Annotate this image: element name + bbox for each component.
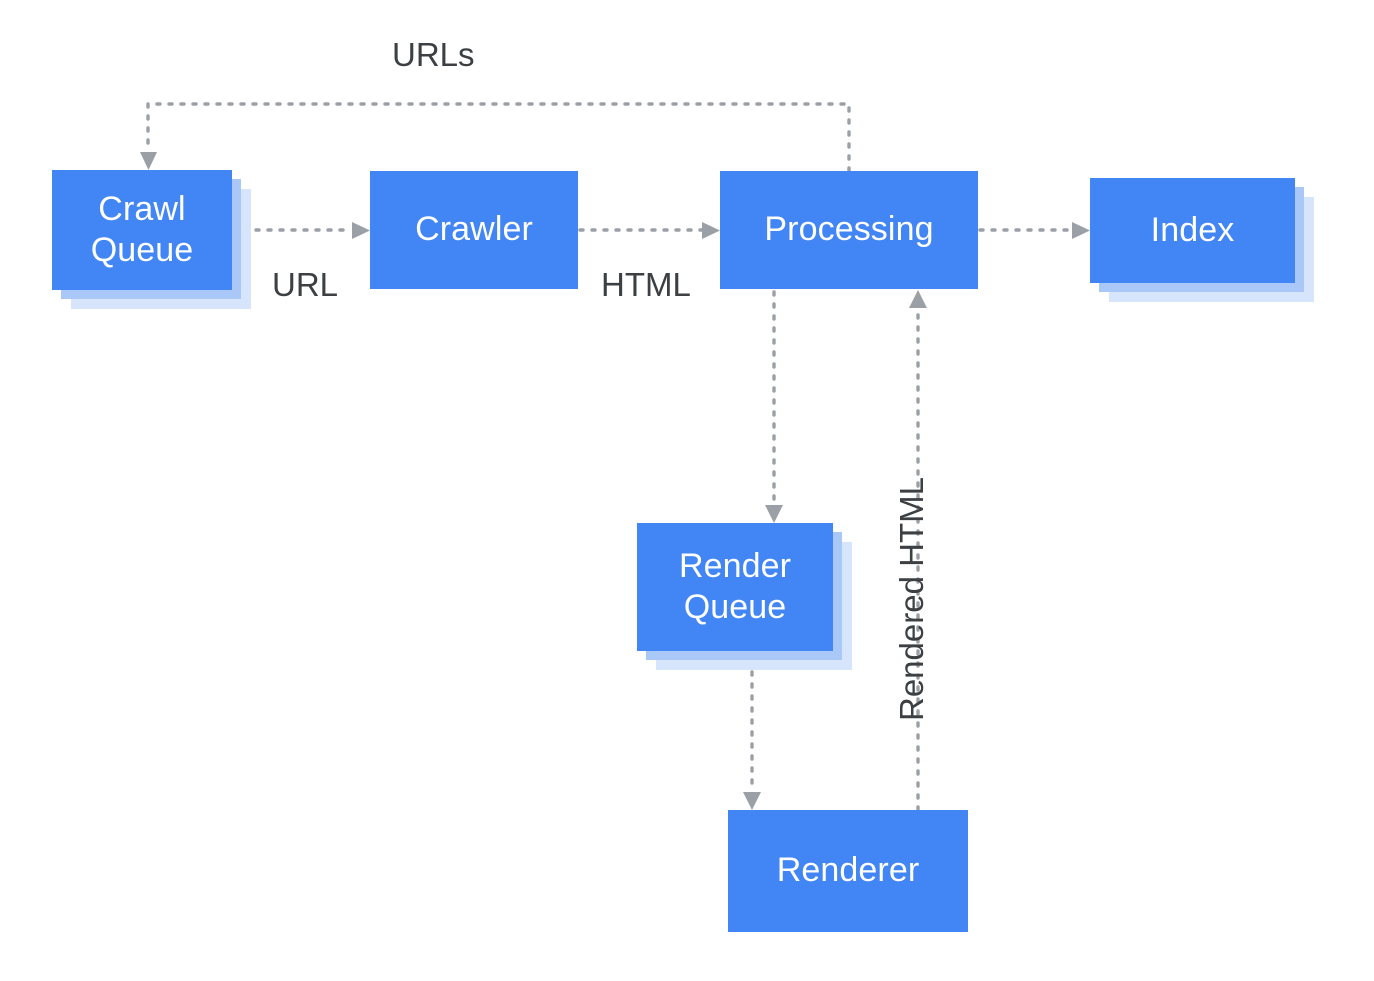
node-label-crawl-queue: Crawl Queue bbox=[90, 189, 194, 269]
edge-crawler-to-processing bbox=[578, 222, 720, 239]
crawl-queue-face: Crawl Queue bbox=[52, 170, 232, 290]
node-label-renderer: Renderer bbox=[776, 851, 920, 890]
node-render-queue[interactable]: Render Queue bbox=[637, 523, 852, 670]
render-queue-face: Render Queue bbox=[637, 523, 833, 651]
node-label-processing: Processing bbox=[764, 210, 934, 249]
edge-crawlqueue-to-crawler bbox=[254, 222, 370, 239]
edge-processing-to-renderqueue bbox=[765, 290, 783, 523]
node-processing[interactable]: Processing bbox=[720, 171, 978, 289]
edge-label-url: URL bbox=[272, 266, 339, 303]
index-face: Index bbox=[1090, 178, 1295, 283]
node-crawler[interactable]: Crawler bbox=[370, 171, 578, 289]
node-index[interactable]: Index bbox=[1090, 178, 1314, 302]
node-label-index: Index bbox=[1150, 210, 1235, 249]
edge-renderqueue-to-renderer bbox=[743, 670, 761, 810]
node-renderer[interactable]: Renderer bbox=[728, 810, 968, 932]
edge-renderer-to-processing bbox=[909, 290, 927, 812]
edge-processing-to-crawlqueue bbox=[140, 102, 851, 173]
edge-processing-to-index bbox=[978, 222, 1090, 239]
renderer-face: Renderer bbox=[728, 810, 968, 932]
node-crawl-queue[interactable]: Crawl Queue bbox=[52, 170, 251, 309]
edge-label-rendered-html: Rendered HTML bbox=[893, 477, 930, 721]
processing-face: Processing bbox=[720, 171, 978, 289]
node-label-crawler: Crawler bbox=[415, 210, 533, 249]
crawler-face: Crawler bbox=[370, 171, 578, 289]
edge-label-html: HTML bbox=[601, 266, 691, 303]
edge-label-urls: URLs bbox=[392, 36, 475, 73]
node-label-render-queue: Render Queue bbox=[678, 546, 792, 626]
